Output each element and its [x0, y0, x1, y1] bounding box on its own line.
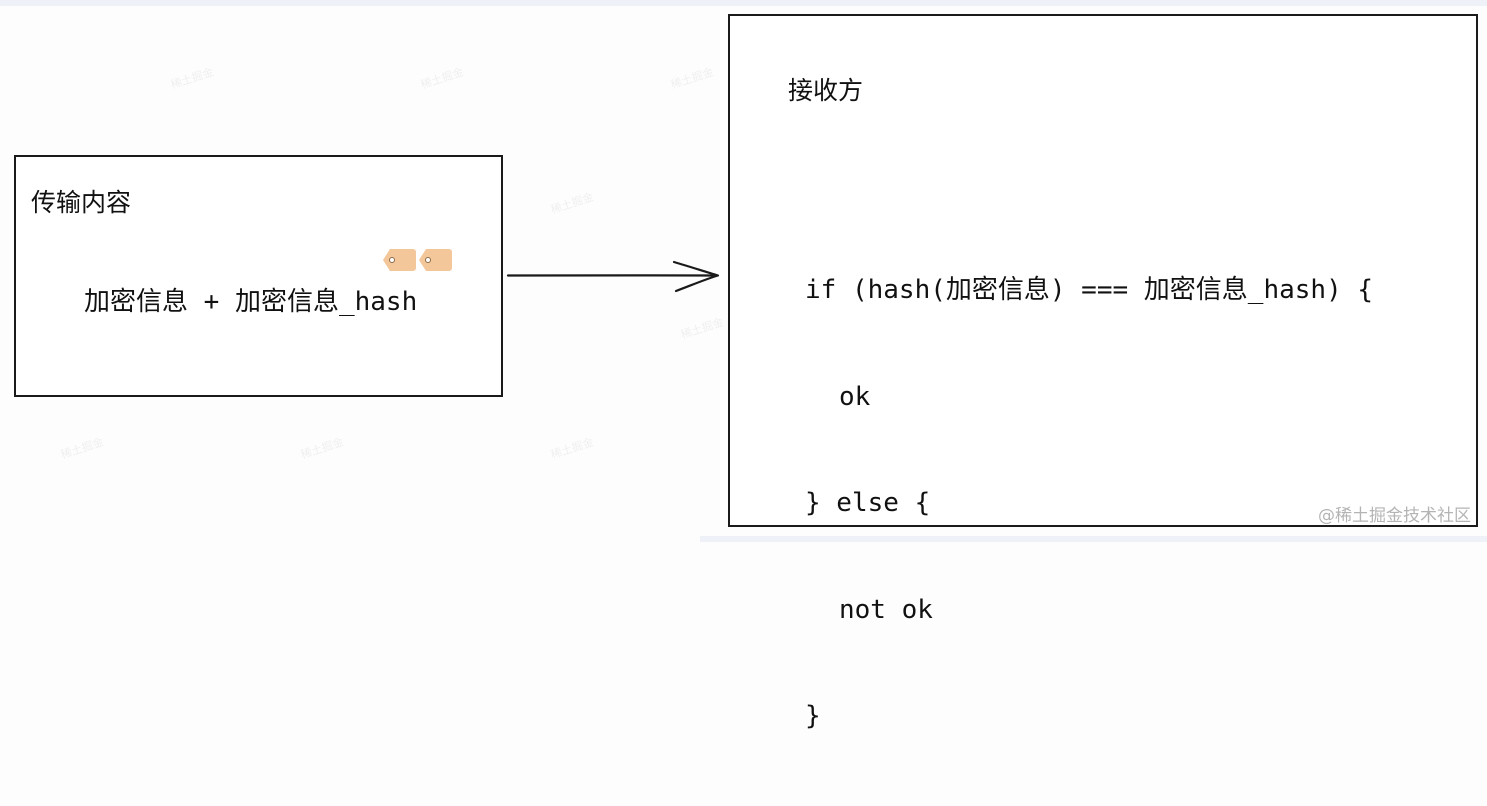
bottom-window-edge — [700, 536, 1487, 542]
background-watermark: 稀土掘金 — [419, 65, 466, 92]
background-watermark: 稀土掘金 — [169, 65, 216, 92]
background-watermark: 稀土掘金 — [299, 435, 346, 462]
verification-code-block: if (hash(加密信息) === 加密信息_hash) { ok } els… — [805, 202, 1373, 806]
code-line: } — [805, 701, 821, 731]
transmission-content-title: 传输内容 — [31, 188, 132, 217]
code-line: } else { — [805, 488, 931, 518]
receiver-title: 接收方 — [788, 76, 864, 105]
arrow-right-icon — [506, 260, 720, 293]
payload-text: 加密信息 + 加密信息_hash — [84, 287, 418, 317]
code-line: not ok — [839, 594, 933, 625]
code-line: if (hash(加密信息) === 加密信息_hash) { — [805, 275, 1374, 305]
background-watermark: 稀土掘金 — [679, 315, 726, 342]
background-watermark: 稀土掘金 — [669, 65, 716, 92]
transmission-content-box: 传输内容 加密信息 + 加密信息_hash — [14, 155, 503, 397]
code-line: ok — [839, 381, 871, 412]
receiver-box: 接收方 if (hash(加密信息) === 加密信息_hash) { ok }… — [728, 14, 1478, 731]
source-watermark: @稀土掘金技术社区 — [1318, 506, 1471, 526]
price-tag-icon — [419, 249, 452, 271]
background-watermark: 稀土掘金 — [549, 435, 596, 462]
background-watermark: 稀土掘金 — [59, 435, 106, 462]
top-window-edge — [0, 0, 1487, 6]
price-tag-icon — [383, 249, 416, 271]
background-watermark: 稀土掘金 — [549, 190, 596, 217]
tag-icon-group — [383, 249, 452, 271]
